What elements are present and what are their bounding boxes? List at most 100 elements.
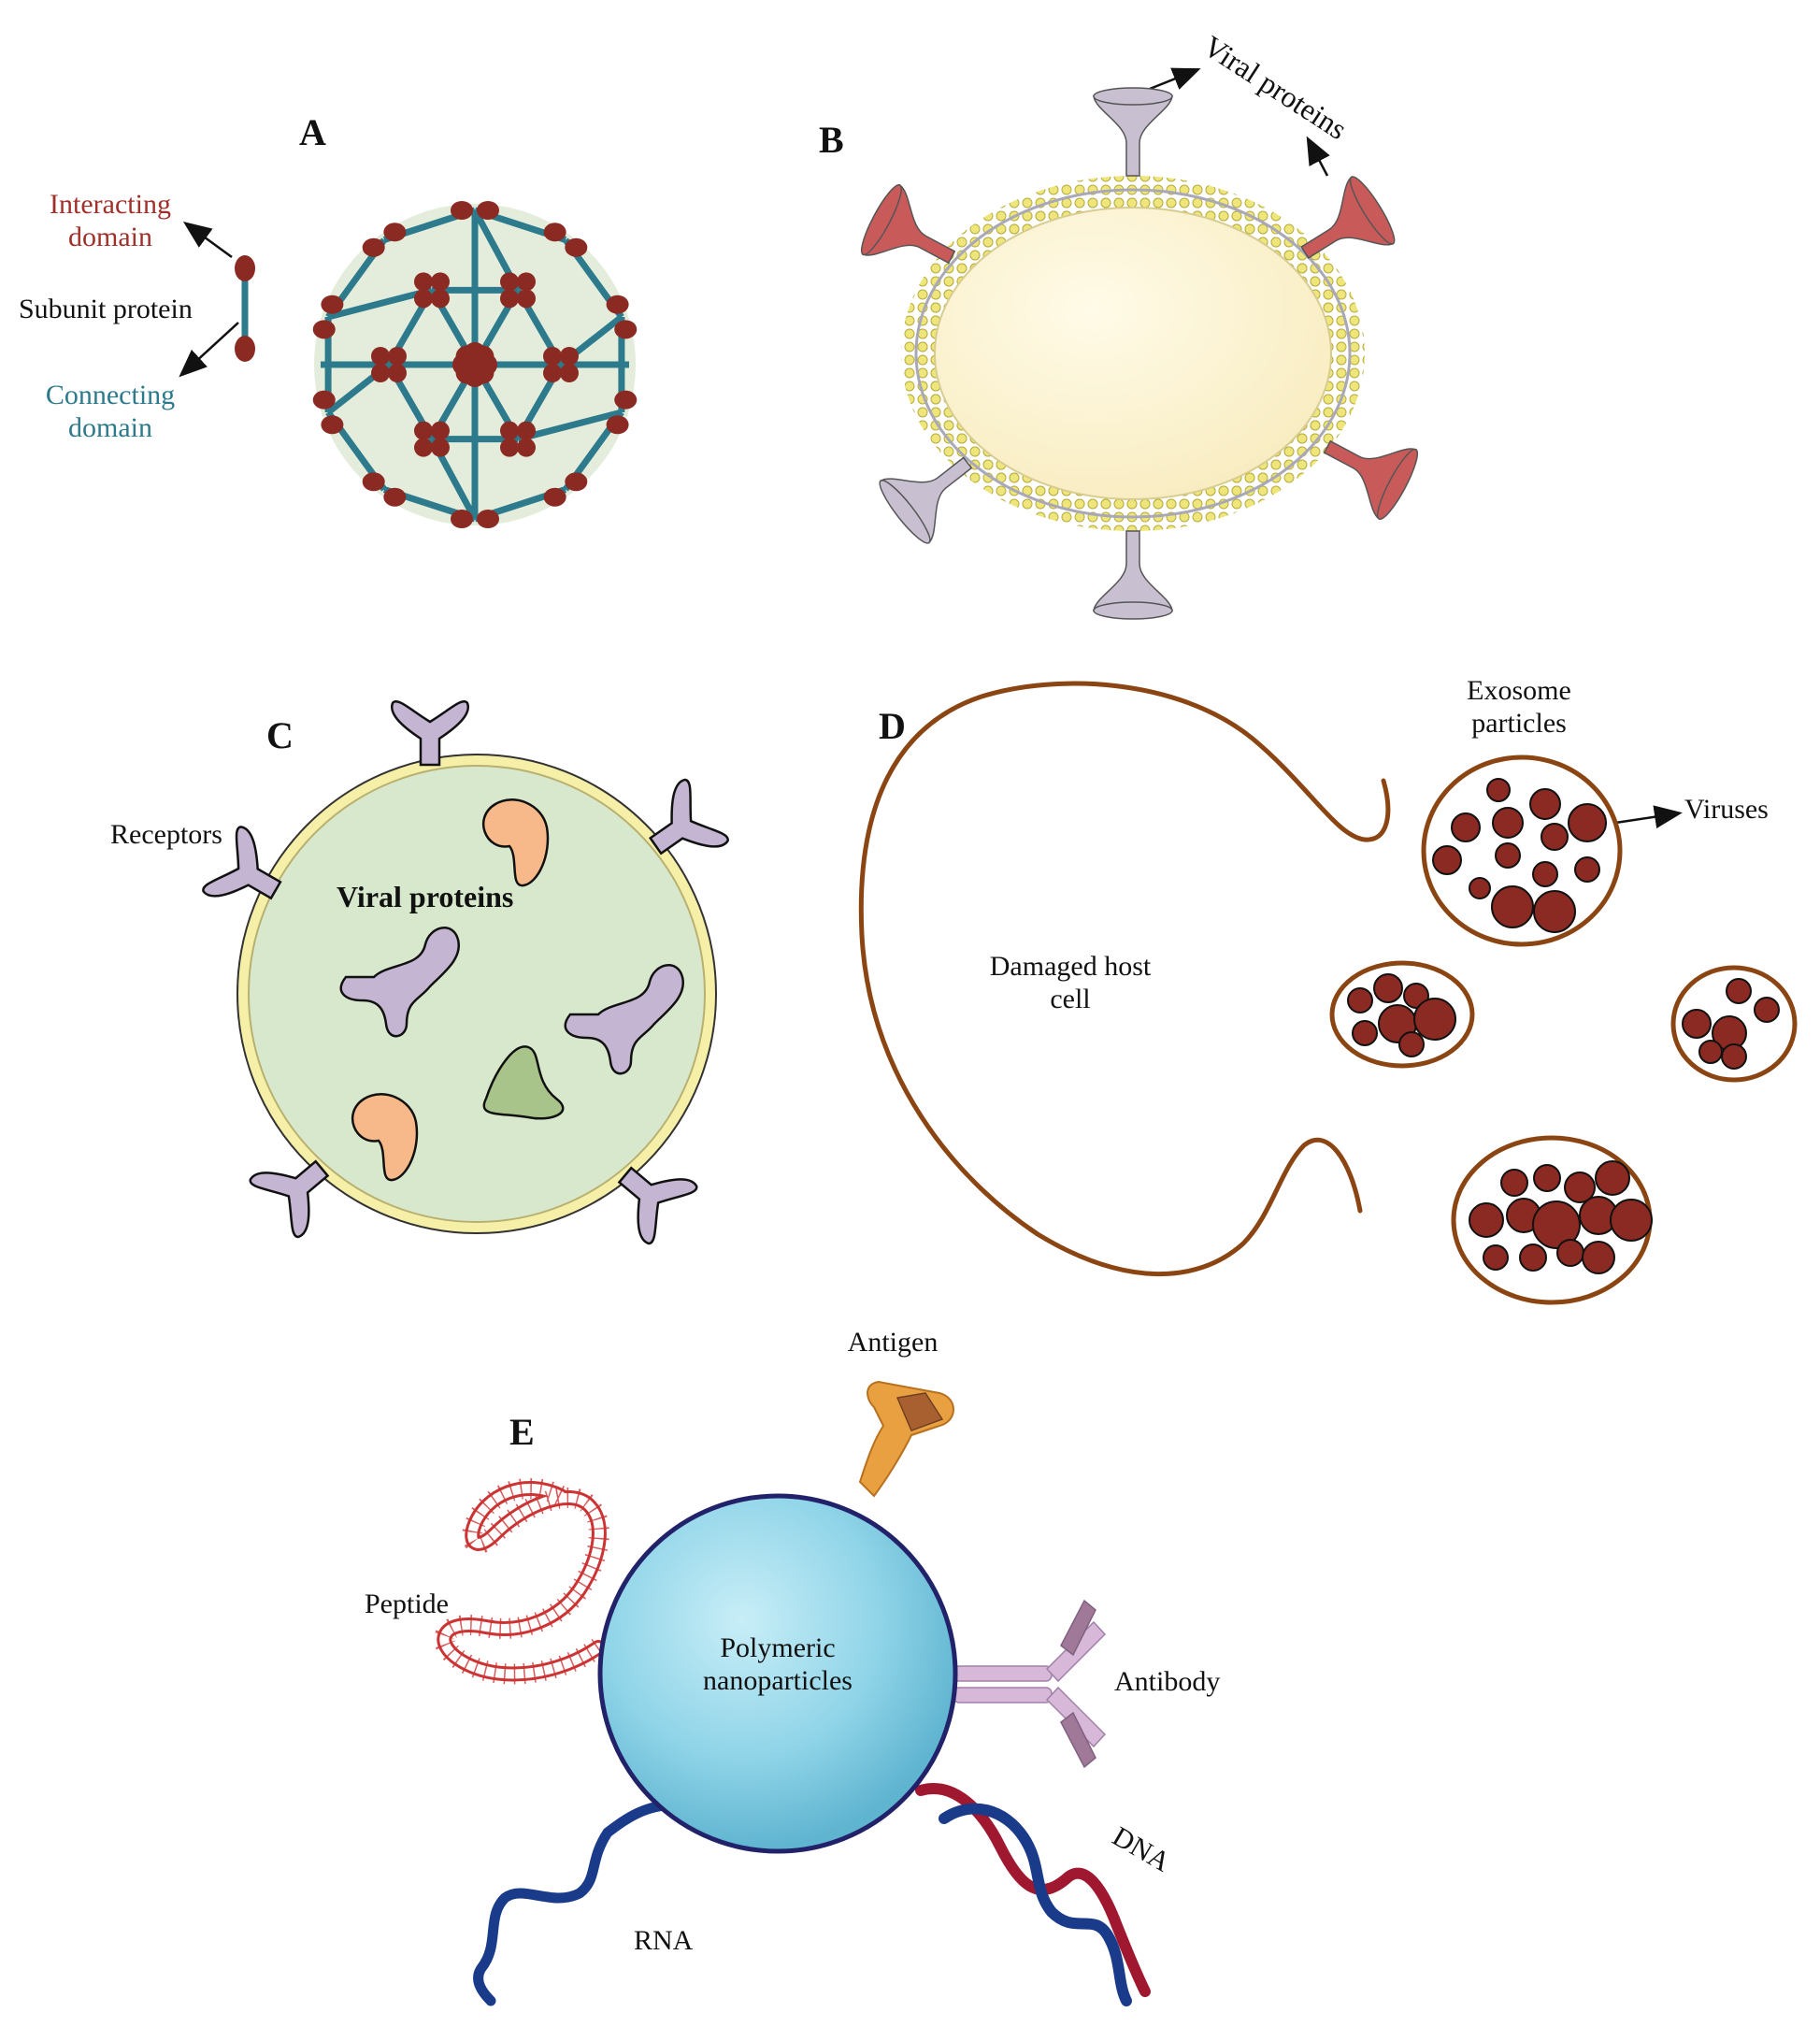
interacting-domain-node xyxy=(500,421,519,440)
virus-particle xyxy=(1682,1009,1712,1039)
virus-particle xyxy=(1532,1200,1581,1249)
interacting-domain-node xyxy=(388,347,407,366)
spike-head xyxy=(1093,87,1173,106)
interacting-domain-node xyxy=(500,289,519,309)
virus-particle xyxy=(1469,877,1491,899)
interacting-domain-node xyxy=(606,415,629,435)
receptor-proteins xyxy=(202,700,729,1245)
polymeric-nanoparticles-label-line1: Polymeric xyxy=(720,1632,835,1663)
interacting-domain-node xyxy=(543,487,566,507)
virus-particle xyxy=(1451,812,1481,842)
subunit-protein-label: Subunit protein xyxy=(19,294,193,324)
interacting-domain-node xyxy=(543,223,566,242)
damaged-host-cell xyxy=(858,681,1391,1276)
interacting-domain-node xyxy=(517,272,536,292)
interacting-domain-node xyxy=(414,289,433,309)
interacting-domain-node xyxy=(560,347,579,366)
virus-particle xyxy=(1495,842,1521,869)
receptor xyxy=(617,1166,698,1245)
interacting-domain-node xyxy=(614,320,638,339)
viral-spike xyxy=(1093,530,1173,620)
receptor-shape xyxy=(617,1166,698,1245)
virus-particle xyxy=(1492,807,1524,839)
panel-e-letter: E xyxy=(509,1411,535,1453)
spike-body xyxy=(1093,95,1173,177)
interacting-domain-node xyxy=(414,272,433,292)
panel-a-letter: A xyxy=(299,111,326,153)
spike-body xyxy=(1093,530,1173,611)
interacting-domain-node xyxy=(464,353,486,376)
virus-particle xyxy=(1533,1164,1561,1192)
interacting-domain-node xyxy=(383,487,407,507)
viral-spike xyxy=(860,183,956,265)
exosome-membrane xyxy=(1421,755,1623,947)
viral-proteins-label-c: Viral proteins xyxy=(337,880,513,913)
damaged-host-cell-label-line1: Damaged host xyxy=(990,951,1152,982)
peptide-icon xyxy=(434,1478,609,1685)
interacting-domain-node xyxy=(388,364,407,382)
virus-particle xyxy=(1564,1172,1596,1203)
panel-c: C Receptors Viral proteins xyxy=(110,700,729,1245)
interacting-domain-node xyxy=(414,421,433,440)
virus-particle xyxy=(1533,890,1576,933)
virus-particle xyxy=(1398,1031,1425,1057)
viral-protein-blob xyxy=(564,964,685,1075)
virus-particle xyxy=(1483,1244,1509,1271)
virus-particle xyxy=(1574,856,1600,883)
exosome-particle xyxy=(1451,1135,1653,1305)
capsid-connector xyxy=(327,286,433,321)
connecting-domain-label-line2: domain xyxy=(68,412,152,443)
antibody-icon xyxy=(953,1599,1107,1769)
internal-viral-proteins xyxy=(339,798,685,1182)
interacting-domain-node xyxy=(431,438,450,457)
virus-particle xyxy=(1754,997,1780,1023)
interacting-domain-node xyxy=(565,472,588,492)
viral-proteins-arrow-1 xyxy=(1149,67,1201,91)
interacting-domain-node xyxy=(500,438,519,457)
receptor-shape xyxy=(202,826,282,900)
interacting-domain-node xyxy=(371,347,390,366)
exosome-particle xyxy=(1421,755,1623,947)
interacting-domain-node xyxy=(371,364,390,382)
receptor xyxy=(391,700,469,767)
antigen-label: Antigen xyxy=(848,1327,939,1358)
receptor-shape xyxy=(391,700,469,767)
interacting-domain-node xyxy=(517,289,536,309)
interacting-domain-node xyxy=(614,390,638,410)
virus-particle xyxy=(1529,788,1561,820)
exosome-particles xyxy=(1329,755,1798,1305)
connecting-domain-label-line1: Connecting xyxy=(46,380,175,410)
virus-particle xyxy=(1519,1244,1547,1272)
interacting-domain-node xyxy=(431,272,450,292)
peptide-label: Peptide xyxy=(365,1589,449,1619)
viral-proteins-arrow-2 xyxy=(1306,136,1330,177)
virus-particle xyxy=(1541,823,1569,851)
virus-particle xyxy=(1491,885,1534,928)
virus-particle xyxy=(1610,1199,1653,1242)
virus-particle xyxy=(1568,803,1607,842)
interacting-domain-node xyxy=(362,237,385,257)
spike-head xyxy=(1377,448,1419,520)
receptor xyxy=(249,1159,330,1239)
interacting-domain-node xyxy=(383,223,407,242)
viral-protein-blob xyxy=(351,1093,419,1182)
interacting-domain-label-line1: Interacting xyxy=(50,189,171,220)
panel-a: A Interacting domain Subunit protein Con… xyxy=(19,111,638,528)
receptor xyxy=(202,826,282,900)
spike-head xyxy=(860,184,902,256)
virus-particle xyxy=(1595,1160,1630,1196)
vlp-body xyxy=(248,765,706,1223)
dna-helix xyxy=(915,1783,1151,2006)
viral-protein-blob xyxy=(482,798,550,887)
viral-protein-blob xyxy=(339,927,461,1038)
interacting-domain-node xyxy=(321,415,344,435)
damaged-host-cell-label-line2: cell xyxy=(1050,984,1090,1014)
viral-spike xyxy=(1093,87,1173,177)
interacting-domain-node xyxy=(477,510,499,528)
exosome-particles-label-line1: Exosome xyxy=(1467,675,1571,706)
receptors-label: Receptors xyxy=(110,819,222,850)
virus-particle xyxy=(1413,998,1456,1041)
receptor-shape xyxy=(648,778,729,855)
virus-particle xyxy=(1721,1043,1747,1070)
interacting-domain-node xyxy=(500,272,519,292)
